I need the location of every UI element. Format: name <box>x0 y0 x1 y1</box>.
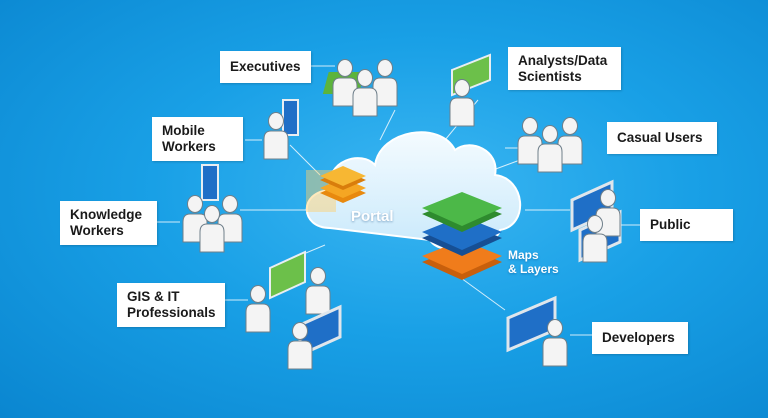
audience-analysts: Analysts/Data Scientists <box>508 47 621 90</box>
executives-figures <box>322 59 398 117</box>
audience-label: Developers <box>602 330 675 345</box>
maps-layers-label: Maps & Layers <box>508 248 559 276</box>
audience-mobile-workers: Mobile Workers <box>152 117 243 161</box>
analysts-figures <box>449 53 491 127</box>
audience-label: GIS & IT Professionals <box>127 289 216 320</box>
mobile-workers-figures <box>263 99 299 160</box>
audience-public: Public <box>640 209 733 241</box>
audience-casual-users: Casual Users <box>607 122 717 154</box>
portal-icon <box>306 166 366 212</box>
maps-layers-icon <box>422 192 502 280</box>
audience-knowledge-workers: Knowledge Workers <box>60 201 157 245</box>
audience-executives: Executives <box>220 51 311 83</box>
developers-figures <box>506 295 568 367</box>
audience-developers: Developers <box>592 322 688 354</box>
public-figures <box>570 180 622 263</box>
audience-label: Mobile Workers <box>162 123 216 154</box>
audience-label: Knowledge Workers <box>70 207 143 238</box>
audience-label: Executives <box>230 59 301 74</box>
casual-users-figures <box>517 117 583 173</box>
audience-label: Public <box>650 217 691 232</box>
audience-gis-professionals: GIS & IT Professionals <box>117 283 225 327</box>
knowledge-workers-figures <box>182 164 243 253</box>
audience-label: Analysts/Data Scientists <box>518 52 608 84</box>
audience-label: Casual Users <box>617 130 703 145</box>
portal-label: Portal <box>351 208 394 225</box>
gis-professionals-figures <box>245 250 342 370</box>
